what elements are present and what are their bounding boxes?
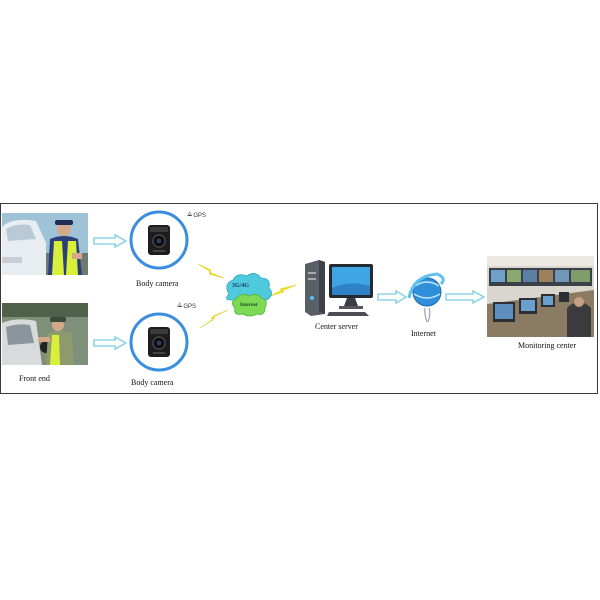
- gps-tag-bottom: ⟁ GPS: [177, 303, 196, 310]
- center-server-label: Center server: [315, 322, 358, 331]
- lightning-icon: [199, 308, 229, 330]
- body-camera-icon-bottom: [129, 312, 189, 372]
- front-end-label: Front end: [19, 374, 50, 383]
- cloud-internet-label: Internet: [240, 303, 258, 308]
- arrow-icon: [93, 234, 127, 248]
- body-camera-icon-top: [129, 210, 189, 270]
- gps-icon: ⟁: [187, 212, 193, 218]
- arrow-icon: [377, 290, 407, 304]
- gps-tag-top: ⟁ GPS: [187, 212, 206, 219]
- lightning-icon: [197, 262, 225, 280]
- body-camera-label-top: Body camera: [136, 279, 179, 288]
- lightning-icon: [269, 284, 297, 298]
- gps-label-top: GPS: [193, 212, 207, 219]
- front-end-photo-top: [2, 213, 88, 275]
- cloud-icon: [221, 270, 275, 318]
- gps-label-bottom: GPS: [183, 303, 197, 310]
- body-camera-label-bottom: Body camera: [131, 378, 174, 387]
- arrow-icon: [445, 290, 485, 304]
- server-icon: [303, 258, 375, 318]
- gps-icon: ⟁: [177, 303, 183, 309]
- monitoring-center-label: Monitoring center: [518, 341, 576, 350]
- internet-label: Internet: [411, 329, 436, 338]
- internet-icon: [407, 268, 447, 324]
- front-end-photo-bottom: [2, 303, 88, 365]
- monitoring-center-photo: [487, 256, 594, 337]
- arrow-icon: [93, 336, 127, 350]
- diagram-frame: Front end ⟁ GPS Body camera: [0, 203, 598, 394]
- cloud-network-label: 3G/4G: [232, 283, 250, 289]
